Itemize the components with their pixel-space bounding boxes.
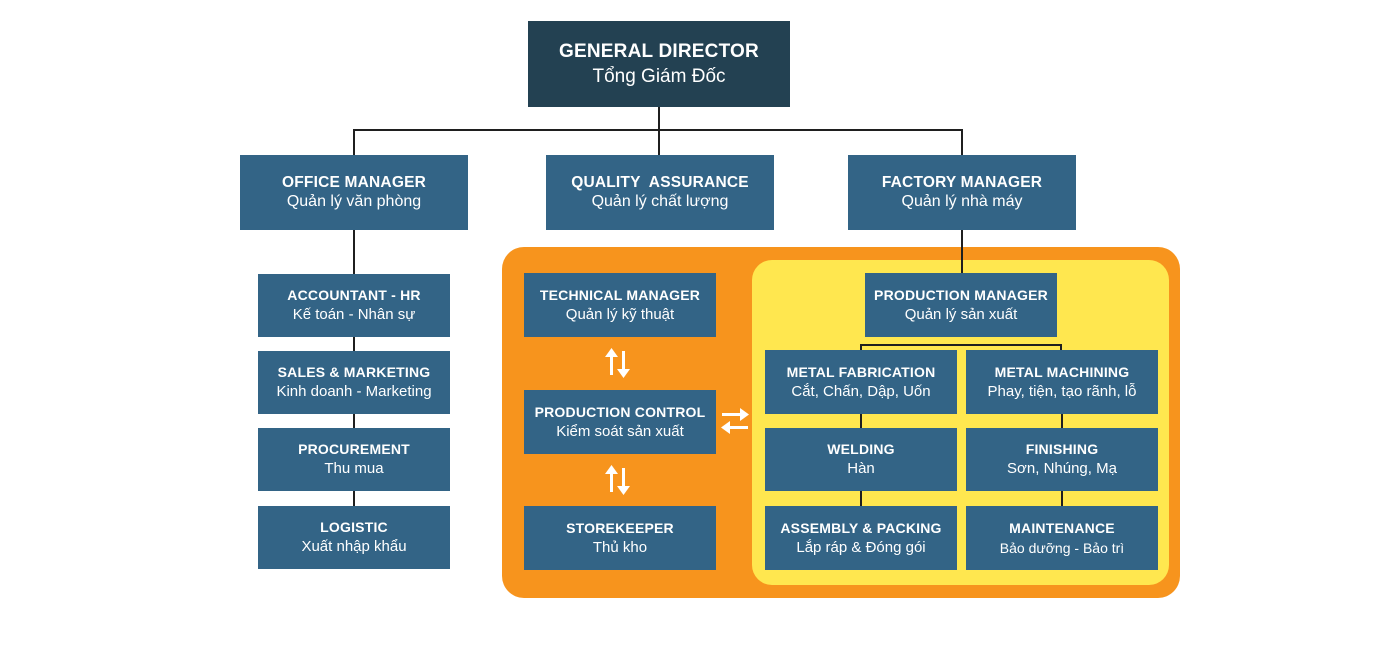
metal-machining-box: METAL MACHINING Phay, tiện, tạo rãnh, lỗ bbox=[966, 350, 1158, 414]
finishing-title: FINISHING bbox=[1025, 441, 1099, 457]
connector-line bbox=[961, 230, 963, 274]
connector-line bbox=[658, 106, 660, 130]
connector-line bbox=[1060, 344, 1062, 352]
factory-manager-subtitle: Quản lý nhà máy bbox=[901, 193, 1023, 210]
metal-machining-title: METAL MACHINING bbox=[994, 363, 1130, 380]
metal-fabrication-box: METAL FABRICATION Cắt, Chấn, Dập, Uốn bbox=[765, 350, 957, 414]
connector-line bbox=[860, 344, 1062, 346]
technical-manager-box: TECHNICAL MANAGER Quản lý kỹ thuật bbox=[524, 273, 716, 337]
accountant-hr-box: ACCOUNTANT - HR Kế toán - Nhân sự bbox=[258, 274, 450, 337]
accountant-hr-title: ACCOUNTANT - HR bbox=[287, 287, 421, 303]
general-director-box: GENERAL DIRECTOR Tổng Giám Đốc bbox=[528, 21, 790, 107]
connector-line bbox=[860, 413, 862, 429]
logistic-subtitle: Xuất nhập khẩu bbox=[301, 538, 407, 555]
connector-line bbox=[658, 129, 660, 156]
procurement-title: PROCUREMENT bbox=[298, 441, 410, 457]
quality-assurance-title: QUALITY ASSURANCE bbox=[571, 174, 749, 191]
technical-manager-subtitle: Quản lý kỹ thuật bbox=[565, 305, 675, 323]
storekeeper-box: STOREKEEPER Thủ kho bbox=[524, 506, 716, 570]
finishing-subtitle: Sơn, Nhúng, Mạ bbox=[1007, 460, 1117, 477]
up-down-arrows-icon bbox=[605, 348, 630, 378]
factory-manager-box: FACTORY MANAGER Quản lý nhà máy bbox=[848, 155, 1076, 230]
welding-box: WELDING Hàn bbox=[765, 428, 957, 491]
assembly-packing-title: ASSEMBLY & PACKING bbox=[780, 519, 942, 536]
sales-marketing-title: SALES & MARKETING bbox=[277, 364, 431, 380]
up-down-arrows-icon bbox=[605, 465, 630, 495]
finishing-box: FINISHING Sơn, Nhúng, Mạ bbox=[966, 428, 1158, 491]
metal-machining-subtitle: Phay, tiện, tạo rãnh, lỗ bbox=[987, 382, 1137, 400]
sales-marketing-subtitle: Kinh doanh - Marketing bbox=[276, 383, 432, 400]
logistic-box: LOGISTIC Xuất nhập khẩu bbox=[258, 506, 450, 569]
quality-assurance-subtitle: Quản lý chất lượng bbox=[591, 193, 729, 210]
office-manager-subtitle: Quản lý văn phòng bbox=[286, 193, 422, 210]
accountant-hr-subtitle: Kế toán - Nhân sự bbox=[292, 306, 416, 323]
production-manager-box: PRODUCTION MANAGER Quản lý sản xuất bbox=[865, 273, 1057, 337]
technical-manager-title: TECHNICAL MANAGER bbox=[539, 286, 701, 303]
storekeeper-title: STOREKEEPER bbox=[566, 519, 674, 536]
storekeeper-subtitle: Thủ kho bbox=[592, 538, 648, 556]
welding-subtitle: Hàn bbox=[847, 460, 875, 477]
assembly-packing-subtitle: Lắp ráp & Đóng gói bbox=[796, 538, 926, 556]
general-director-subtitle: Tổng Giám Đốc bbox=[592, 66, 726, 87]
factory-manager-title: FACTORY MANAGER bbox=[881, 174, 1043, 191]
production-control-box: PRODUCTION CONTROL Kiểm soát sản xuất bbox=[524, 390, 716, 454]
procurement-box: PROCUREMENT Thu mua bbox=[258, 428, 450, 491]
maintenance-subtitle: Bảo dưỡng - Bảo trì bbox=[999, 539, 1125, 556]
metal-fabrication-subtitle: Cắt, Chấn, Dập, Uốn bbox=[791, 382, 931, 400]
logistic-title: LOGISTIC bbox=[320, 519, 388, 535]
office-manager-title: OFFICE MANAGER bbox=[281, 174, 427, 191]
connector-line bbox=[1061, 490, 1063, 506]
production-manager-subtitle: Quản lý sản xuất bbox=[904, 305, 1018, 323]
production-control-title: PRODUCTION CONTROL bbox=[534, 403, 706, 420]
left-right-arrows-icon bbox=[721, 408, 749, 434]
procurement-subtitle: Thu mua bbox=[324, 460, 384, 477]
general-director-title: GENERAL DIRECTOR bbox=[559, 41, 759, 62]
production-manager-title: PRODUCTION MANAGER bbox=[874, 286, 1048, 303]
connector-line bbox=[860, 490, 862, 506]
maintenance-box: MAINTENANCE Bảo dưỡng - Bảo trì bbox=[966, 506, 1158, 570]
office-manager-box: OFFICE MANAGER Quản lý văn phòng bbox=[240, 155, 468, 230]
production-control-subtitle: Kiểm soát sản xuất bbox=[556, 422, 684, 440]
sales-marketing-box: SALES & MARKETING Kinh doanh - Marketing bbox=[258, 351, 450, 414]
quality-assurance-box: QUALITY ASSURANCE Quản lý chất lượng bbox=[546, 155, 774, 230]
connector-line bbox=[961, 129, 963, 156]
connector-line bbox=[860, 344, 862, 352]
welding-title: WELDING bbox=[827, 441, 895, 457]
connector-line bbox=[353, 129, 355, 156]
metal-fabrication-title: METAL FABRICATION bbox=[786, 363, 936, 380]
maintenance-title: MAINTENANCE bbox=[1009, 519, 1115, 536]
connector-line bbox=[1061, 413, 1063, 429]
assembly-packing-box: ASSEMBLY & PACKING Lắp ráp & Đóng gói bbox=[765, 506, 957, 570]
